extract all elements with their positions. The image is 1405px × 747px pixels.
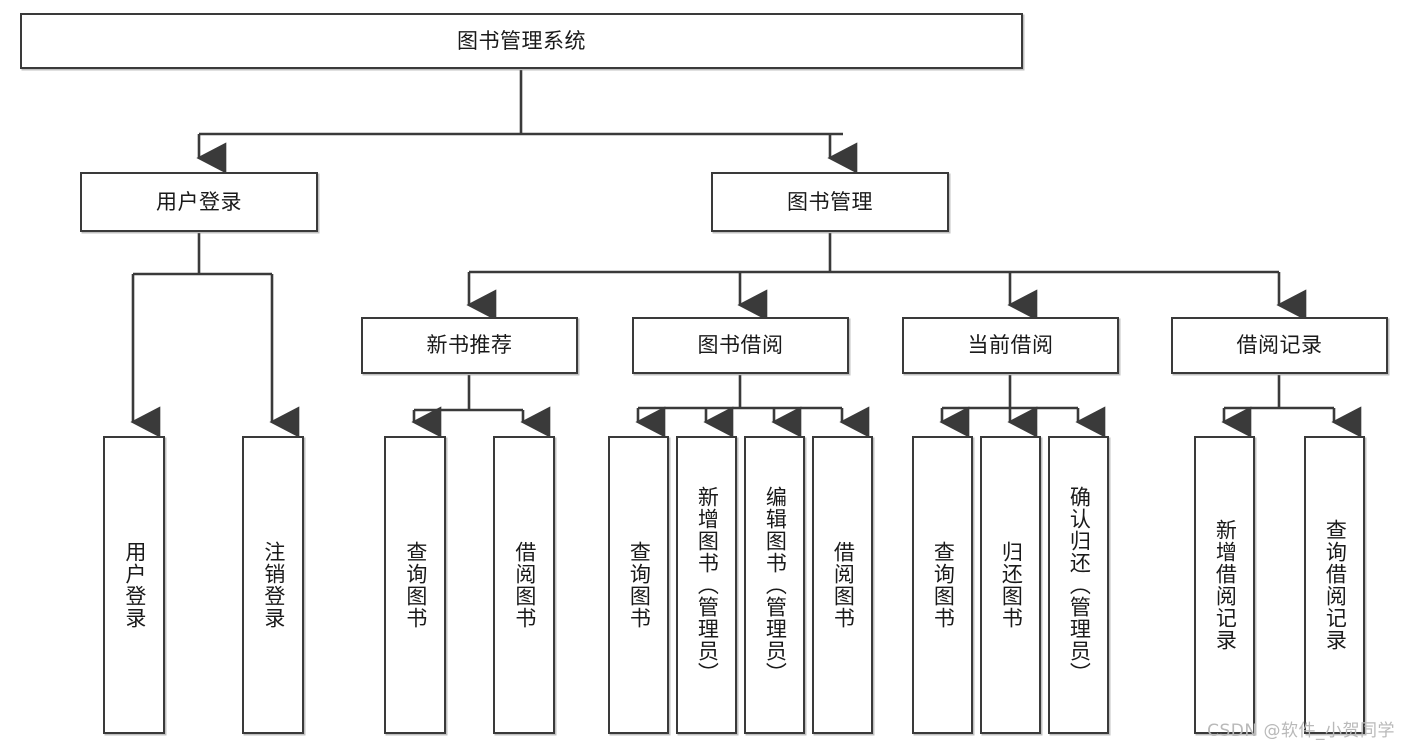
leaf-borrow-add-book[interactable]: 新增图书（管理员）	[676, 436, 737, 734]
node-label: 图书借阅	[697, 333, 784, 358]
node-root-system[interactable]: 图书管理系统	[20, 13, 1023, 69]
leaf-record-query-record[interactable]: 查询借阅记录	[1304, 436, 1365, 734]
node-borrow-record[interactable]: 借阅记录	[1171, 317, 1388, 374]
node-label: 图书管理	[787, 189, 873, 214]
node-user-login[interactable]: 用户登录	[80, 172, 318, 232]
node-book-borrow[interactable]: 图书借阅	[632, 317, 849, 374]
leaf-recommend-borrow-book[interactable]: 借阅图书	[493, 436, 555, 734]
node-current-borrow[interactable]: 当前借阅	[902, 317, 1119, 374]
node-label: 借阅图书	[831, 541, 856, 629]
node-label: 新增图书（管理员）	[695, 486, 720, 684]
node-label: 当前借阅	[967, 333, 1054, 358]
node-book-management[interactable]: 图书管理	[711, 172, 949, 232]
node-label: 编辑图书（管理员）	[763, 486, 788, 684]
node-label: 借阅记录	[1236, 333, 1323, 358]
leaf-user-login-signout[interactable]: 注销登录	[242, 436, 304, 734]
node-label: 用户登录	[122, 541, 147, 629]
node-label: 查询图书	[403, 541, 428, 629]
node-label: 注销登录	[261, 541, 286, 629]
leaf-record-add-record[interactable]: 新增借阅记录	[1194, 436, 1255, 734]
leaf-borrow-edit-book[interactable]: 编辑图书（管理员）	[744, 436, 805, 734]
leaf-borrow-query-book[interactable]: 查询图书	[608, 436, 669, 734]
node-label: 归还图书	[999, 541, 1024, 629]
node-new-book-recommend[interactable]: 新书推荐	[361, 317, 578, 374]
leaf-current-confirm-return[interactable]: 确认归还（管理员）	[1048, 436, 1109, 734]
node-label: 查询图书	[627, 541, 652, 629]
node-label: 新增借阅记录	[1213, 519, 1238, 651]
leaf-current-query-book[interactable]: 查询图书	[912, 436, 973, 734]
leaf-current-return-book[interactable]: 归还图书	[980, 436, 1041, 734]
leaf-user-login-signin[interactable]: 用户登录	[103, 436, 165, 734]
node-label: 查询借阅记录	[1323, 519, 1348, 651]
node-label: 新书推荐	[426, 333, 513, 358]
node-label: 确认归还（管理员）	[1067, 486, 1092, 684]
node-label: 查询图书	[931, 541, 956, 629]
node-label: 图书管理系统	[457, 28, 586, 53]
node-label: 借阅图书	[512, 541, 537, 629]
watermark-text: CSDN @软件_小贺同学	[1207, 721, 1395, 741]
node-label: 用户登录	[156, 189, 242, 214]
leaf-recommend-query-book[interactable]: 查询图书	[384, 436, 446, 734]
leaf-borrow-borrow-book[interactable]: 借阅图书	[812, 436, 873, 734]
